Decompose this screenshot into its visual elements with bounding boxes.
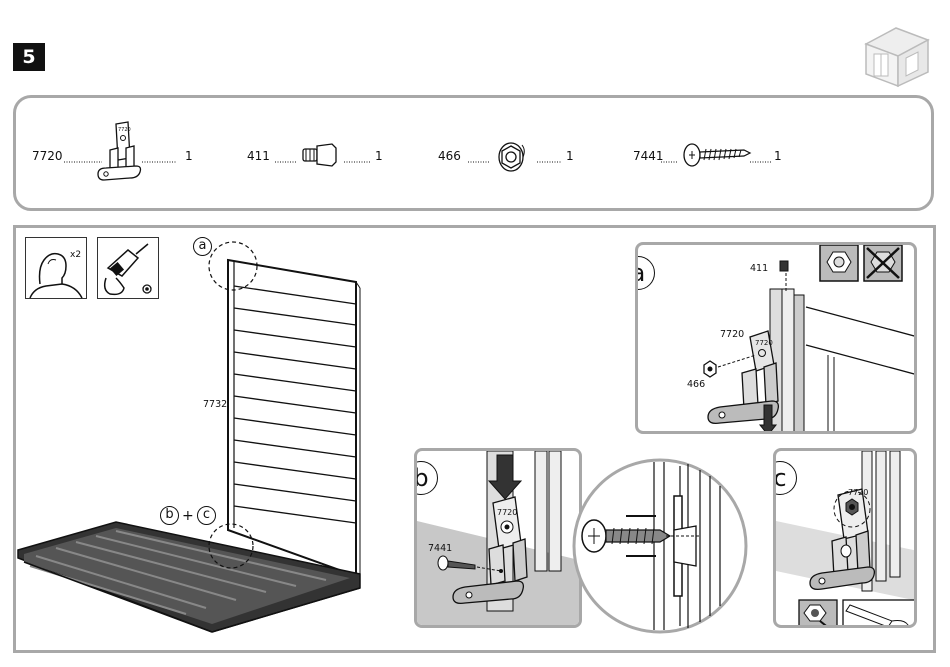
part-leader-dots (468, 161, 492, 165)
shed-thumbnail-icon (862, 22, 932, 88)
marker-pen-icon (842, 599, 917, 628)
svg-text:7720: 7720 (118, 127, 131, 133)
parts-list-panel: 7720 7720 1 411 1 466 1 7441 (13, 95, 934, 211)
step-number-badge: 5 (13, 43, 45, 71)
detail-a-part-466: 466 (687, 379, 705, 390)
part-leader-dots (750, 161, 774, 165)
part-qty-411: 1 (375, 149, 383, 163)
part-qty-466: 1 (566, 149, 574, 163)
detail-a-part-411: 411 (750, 263, 768, 274)
wrench-tighten-icon (798, 599, 840, 628)
callout-marker-b: b (160, 506, 179, 525)
svg-text:7720: 7720 (497, 508, 517, 517)
part-qty-7720: 1 (185, 149, 193, 163)
detail-a-panel: 7720 a 411 7720 466 (635, 242, 917, 434)
detail-b-panel: 7720 b 7441 (414, 448, 582, 628)
detail-b-part-7441: 7441 (428, 543, 452, 554)
flange-nut-correct-icon (819, 244, 861, 284)
part-number-7441: 7441 (633, 149, 664, 163)
part-leader-dots (537, 161, 567, 165)
wall-panel-label: 7732 (203, 399, 227, 410)
flange-nut-icon (496, 140, 532, 174)
square-bolt-icon (302, 142, 342, 172)
part-number-7720: 7720 (32, 149, 63, 163)
assembly-panel: x2 (13, 225, 936, 653)
part-number-411: 411 (247, 149, 270, 163)
corner-bracket-icon: 7720 (96, 118, 146, 184)
part-leader-dots (142, 161, 182, 165)
detail-a-part-7720: 7720 (720, 329, 744, 340)
detail-c-panel: 7720 c (773, 448, 917, 628)
svg-text:7720: 7720 (755, 339, 773, 347)
part-leader-dots (661, 161, 681, 165)
part-number-466: 466 (438, 149, 461, 163)
plus-sign: + (182, 508, 194, 524)
detail-b-drawing: 7720 (417, 451, 582, 628)
screw-icon (682, 140, 752, 170)
part-qty-7441: 1 (774, 149, 782, 163)
callout-marker-c: c (197, 506, 216, 525)
callout-marker-a: a (193, 237, 212, 256)
part-leader-dots (344, 161, 374, 165)
part-leader-dots (275, 161, 299, 165)
flange-nut-wrong-icon (863, 244, 905, 284)
svg-text:7720: 7720 (848, 488, 868, 497)
screw-magnified-detail (570, 456, 750, 636)
